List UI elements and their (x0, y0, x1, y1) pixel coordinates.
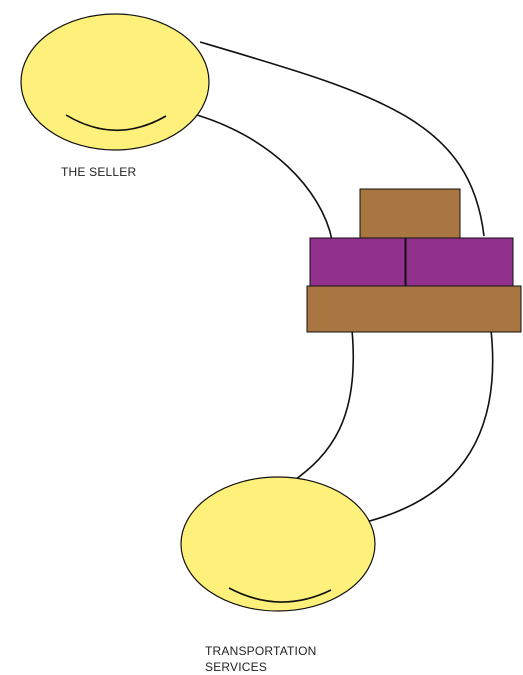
transport-label-line-1: TRANSPORTATION (205, 644, 317, 658)
goods-box-middle-left (309, 237, 406, 287)
transport-label: TRANSPORTATION SERVICES (205, 643, 316, 675)
connector-seller-top-to-goods (199, 41, 485, 237)
connector-goods-to-transport-right (365, 329, 494, 523)
transport-label-line-2: SERVICES (205, 660, 268, 674)
goods-box-top (359, 188, 461, 239)
seller-smile (65, 114, 167, 131)
transport-node (180, 476, 376, 612)
connector-goods-to-transport-left (291, 329, 354, 483)
seller-label: THE SELLER (61, 165, 137, 179)
transport-smile (228, 587, 332, 603)
goods-box-middle-right (405, 237, 514, 287)
goods-box-base (306, 285, 522, 333)
connector-seller-bottom-to-goods (189, 112, 333, 241)
